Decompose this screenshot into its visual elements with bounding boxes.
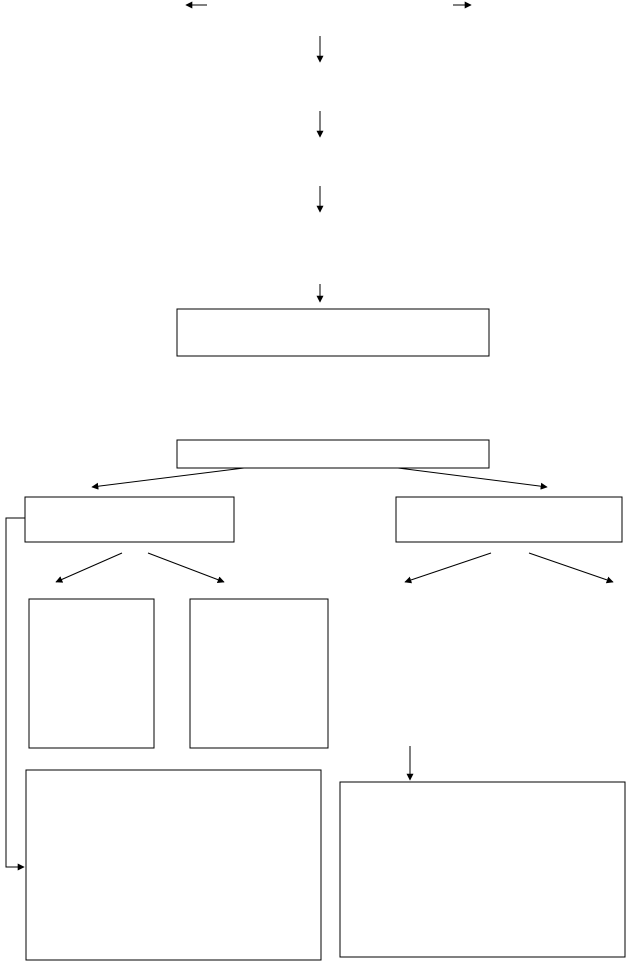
box-right-branch — [395, 496, 623, 543]
arrow-right-sub-a — [404, 552, 492, 584]
arrow-left-sub-b — [147, 552, 225, 584]
arrow-split-right — [397, 467, 548, 490]
box-left-branch — [24, 496, 235, 543]
box-left-sub-a — [28, 598, 155, 749]
box-left-bottom — [25, 769, 322, 961]
box-left-sub-b — [189, 598, 329, 749]
connector-left-loop — [5, 517, 25, 871]
arrow-left-sub-a — [55, 552, 123, 583]
box-center-middle — [176, 439, 490, 469]
box-center-top — [176, 308, 490, 357]
arrow-split-left — [91, 467, 245, 490]
box-right-bottom — [339, 781, 626, 958]
arrow-right-sub-b — [528, 552, 614, 584]
